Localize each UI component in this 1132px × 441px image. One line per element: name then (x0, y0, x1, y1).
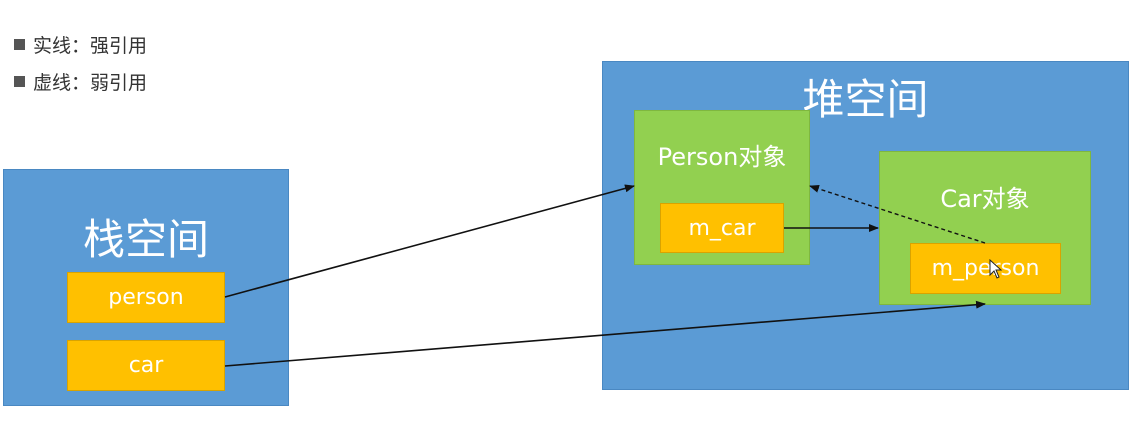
m-car-field: m_car (660, 203, 784, 253)
car-object-title: Car对象 (940, 185, 1030, 213)
m-person-field: m_person (910, 243, 1061, 294)
bullet-square-icon (14, 38, 25, 50)
mouse-pointer-icon (989, 259, 1003, 279)
legend-solid-text: 实线：强引用 (33, 34, 148, 57)
heap-space-title: 堆空间 (802, 75, 929, 124)
person-object-title: Person对象 (657, 143, 787, 171)
legend-dashed-line: 虚线：弱引用 (14, 67, 147, 95)
bullet-square-icon (14, 75, 25, 87)
legend-dashed-text: 虚线：弱引用 (33, 71, 148, 94)
stack-space-title: 栈空间 (82, 215, 209, 264)
stack-person-reference: person (67, 272, 225, 323)
stack-car-reference: car (67, 340, 225, 391)
legend-solid-line: 实线：强引用 (14, 30, 147, 58)
